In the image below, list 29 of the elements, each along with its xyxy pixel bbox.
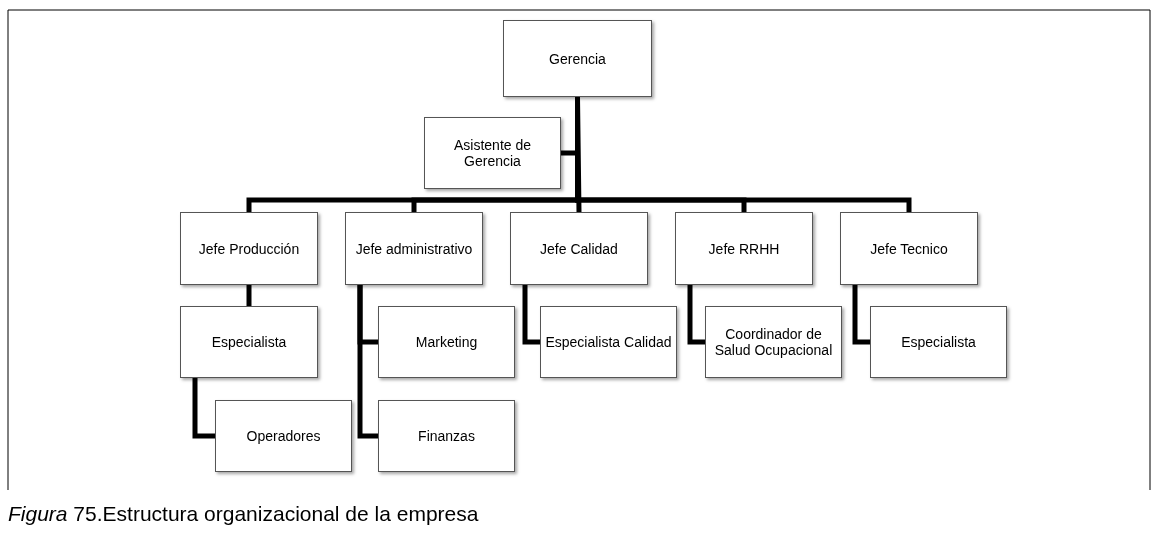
box-label: Jefe RRHH	[707, 240, 781, 257]
org-box	[870, 306, 1007, 378]
box-label: Jefe Calidad	[539, 240, 619, 257]
box-label: Jefe Producción	[197, 240, 301, 257]
org-box	[510, 212, 648, 285]
org-box	[503, 20, 652, 97]
org-box	[540, 306, 677, 378]
box-label: Jefe administrativo	[354, 240, 474, 257]
box-label: Finanzas	[417, 428, 476, 444]
box-label: Jefe Tecnico	[869, 240, 949, 257]
box-label: Coordinador de Salud Ocupacional	[713, 326, 834, 358]
box-label: Especialista	[900, 334, 977, 350]
box-label: Asistente de Gerencia	[452, 137, 533, 169]
box-label: Operadores	[245, 428, 322, 444]
figure-caption: Figura 75.Estructura organizacional de la empresa	[8, 502, 479, 526]
org-box	[215, 400, 352, 472]
org-box	[424, 117, 561, 189]
box-label: Marketing	[414, 334, 479, 350]
org-box	[675, 212, 813, 285]
org-box	[378, 400, 515, 472]
org-box	[840, 212, 978, 285]
org-box	[180, 306, 318, 378]
org-box	[345, 212, 483, 285]
box-label: Especialista	[210, 334, 288, 350]
box-label: Gerencia	[548, 50, 607, 67]
org-box	[180, 212, 318, 285]
org-box	[378, 306, 515, 378]
org-box	[705, 306, 842, 378]
box-label: Especialista Calidad	[544, 334, 673, 350]
